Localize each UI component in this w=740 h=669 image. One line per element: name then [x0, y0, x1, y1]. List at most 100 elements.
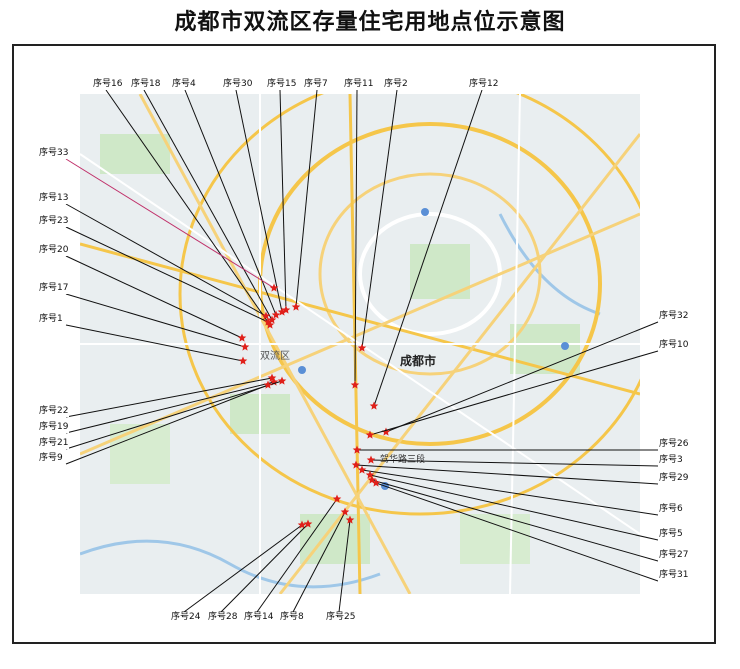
site-marker-star[interactable]: [267, 373, 277, 382]
leader-line: [184, 89, 277, 316]
leader-line: [65, 324, 244, 362]
site-label: 序号31: [658, 570, 690, 581]
leader-line: [373, 89, 483, 407]
site-label: 序号2: [383, 79, 409, 90]
site-marker-star[interactable]: [381, 427, 391, 436]
site-label: 序号15: [266, 79, 298, 90]
site-marker-star[interactable]: [271, 310, 281, 319]
site-marker-star[interactable]: [267, 315, 277, 324]
leader-line: [279, 89, 287, 311]
site-marker-star[interactable]: [340, 507, 350, 516]
site-marker-star[interactable]: [281, 305, 291, 314]
page-title: 成都市双流区存量住宅用地点位示意图: [174, 10, 566, 35]
site-marker-star[interactable]: [237, 333, 247, 342]
map-city-label: 成都市: [400, 354, 437, 368]
site-marker-star[interactable]: [263, 317, 273, 326]
leader-line: [105, 89, 271, 326]
leader-line: [295, 89, 318, 308]
site-marker-star[interactable]: [357, 343, 367, 352]
site-label: 序号14: [243, 612, 275, 623]
site-marker-star[interactable]: [367, 475, 377, 484]
map-road-label: 驾华路三段: [380, 455, 426, 465]
leader-line: [65, 158, 275, 289]
site-label: 序号20: [38, 245, 70, 256]
site-label: 序号19: [38, 422, 70, 433]
leader-line: [361, 89, 398, 349]
site-marker-star[interactable]: [351, 460, 361, 469]
site-label: 序号5: [658, 529, 684, 540]
leader-line: [369, 350, 659, 436]
site-marker-star[interactable]: [261, 311, 271, 320]
site-label: 序号8: [279, 612, 305, 623]
site-label: 序号30: [222, 79, 254, 90]
leader-line: [361, 469, 659, 516]
site-label: 序号24: [170, 612, 202, 623]
site-label: 序号6: [658, 504, 684, 515]
site-marker-star[interactable]: [345, 515, 355, 524]
site-label: 序号22: [38, 406, 70, 417]
site-label: 序号16: [92, 79, 124, 90]
site-label: 序号7: [303, 79, 329, 90]
leader-line: [355, 464, 659, 485]
leader-line: [183, 524, 303, 613]
site-label: 序号11: [343, 79, 375, 90]
site-label: 序号23: [38, 216, 70, 227]
leader-line: [143, 89, 273, 321]
site-label: 序号28: [207, 612, 239, 623]
site-marker-star[interactable]: [350, 380, 360, 389]
site-label: 序号18: [130, 79, 162, 90]
leader-line: [338, 519, 351, 613]
site-label: 序号9: [38, 453, 64, 464]
leader-line: [220, 523, 309, 613]
map-area[interactable]: 成都市 双流区 驾华路三段: [80, 94, 640, 594]
leader-line: [65, 380, 283, 450]
site-label: 序号25: [325, 612, 357, 623]
site-marker-star[interactable]: [332, 494, 342, 503]
site-marker-star[interactable]: [365, 470, 375, 479]
site-label: 序号26: [658, 439, 690, 450]
site-label: 序号32: [658, 311, 690, 322]
leader-line: [235, 89, 283, 313]
leader-line: [371, 479, 659, 562]
site-label: 序号12: [468, 79, 500, 90]
site-marker-star[interactable]: [297, 520, 307, 529]
map-district-label: 双流区: [260, 351, 290, 362]
site-label: 序号27: [658, 550, 690, 561]
site-label: 序号33: [38, 148, 70, 159]
leader-line: [65, 255, 243, 339]
leader-line: [65, 293, 246, 348]
site-marker-star[interactable]: [277, 307, 287, 316]
leader-line: [292, 511, 346, 613]
site-label: 序号10: [658, 340, 690, 351]
site-marker-star[interactable]: [240, 342, 250, 351]
site-marker-star[interactable]: [277, 376, 287, 385]
leader-line: [65, 384, 269, 465]
site-marker-star[interactable]: [303, 519, 313, 528]
leader-line: [256, 498, 338, 613]
site-marker-star[interactable]: [352, 445, 362, 454]
leader-line: [65, 203, 267, 317]
site-marker-star[interactable]: [371, 478, 381, 487]
leader-line: [369, 474, 659, 541]
site-label: 序号13: [38, 193, 70, 204]
site-label: 序号21: [38, 438, 70, 449]
site-marker-star[interactable]: [357, 465, 367, 474]
site-marker-star[interactable]: [269, 377, 279, 386]
site-marker-star[interactable]: [369, 401, 379, 410]
site-label: 序号1: [38, 314, 64, 325]
leader-line: [370, 459, 659, 467]
site-label: 序号29: [658, 473, 690, 484]
site-marker-star[interactable]: [238, 356, 248, 365]
leader-line: [375, 482, 659, 582]
site-marker-star[interactable]: [365, 430, 375, 439]
leader-line: [65, 226, 269, 323]
site-marker-star[interactable]: [291, 302, 301, 311]
site-marker-star[interactable]: [366, 455, 376, 464]
site-label: 序号3: [658, 455, 684, 466]
leader-line: [65, 381, 275, 434]
site-marker-star[interactable]: [269, 283, 279, 292]
site-label: 序号17: [38, 283, 70, 294]
site-marker-star[interactable]: [263, 380, 273, 389]
leader-line: [65, 377, 273, 418]
